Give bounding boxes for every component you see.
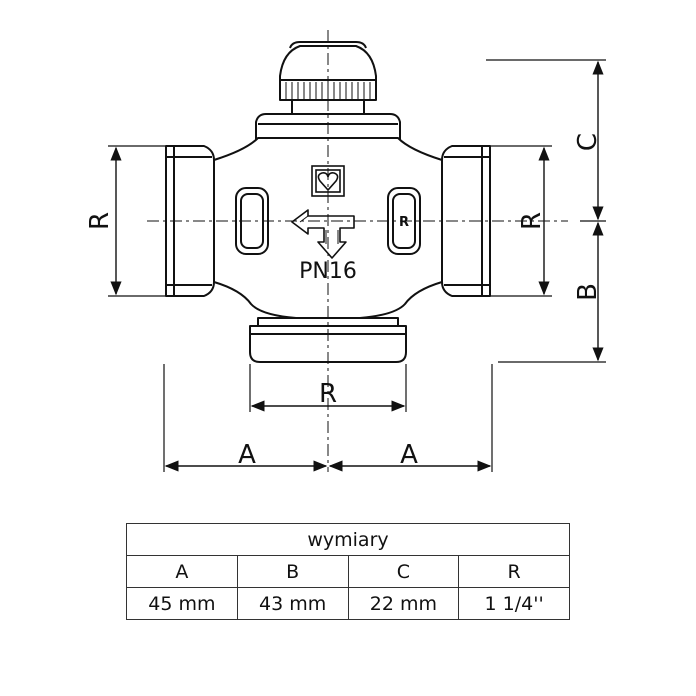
table-cell: 1 1/4'' <box>458 587 570 620</box>
table-title: wymiary <box>126 523 570 556</box>
left-A-label: A <box>238 440 256 470</box>
C-label: C <box>573 133 603 151</box>
pressure-rating: PN16 <box>299 259 357 284</box>
table-header-row: A B C R <box>126 555 570 588</box>
right-A-label: A <box>400 440 418 470</box>
table-row: 45 mm 43 mm 22 mm 1 1/4'' <box>126 587 570 620</box>
bottom-R-label: R <box>319 379 337 409</box>
right-port <box>441 145 491 297</box>
dimensions-table: wymiary A B C R 45 mm 43 mm 22 mm 1 1/4'… <box>126 523 570 620</box>
valve-drawing: R R C B R A A PN16 R <box>85 30 606 472</box>
table-header-cell: R <box>458 555 570 588</box>
B-label: B <box>573 283 603 301</box>
table-cell: 22 mm <box>347 587 460 620</box>
table-header-cell: A <box>126 555 238 588</box>
table-cell: 45 mm <box>126 587 238 620</box>
table-header-cell: B <box>236 555 349 588</box>
table-cell: 43 mm <box>236 587 349 620</box>
right-R-label: R <box>517 212 547 230</box>
left-R-label: R <box>85 212 115 230</box>
port-mark: R <box>399 215 409 230</box>
flow-arrow-icon <box>291 209 355 259</box>
valve-cap-knob <box>279 41 377 115</box>
table-header-cell: C <box>347 555 460 588</box>
